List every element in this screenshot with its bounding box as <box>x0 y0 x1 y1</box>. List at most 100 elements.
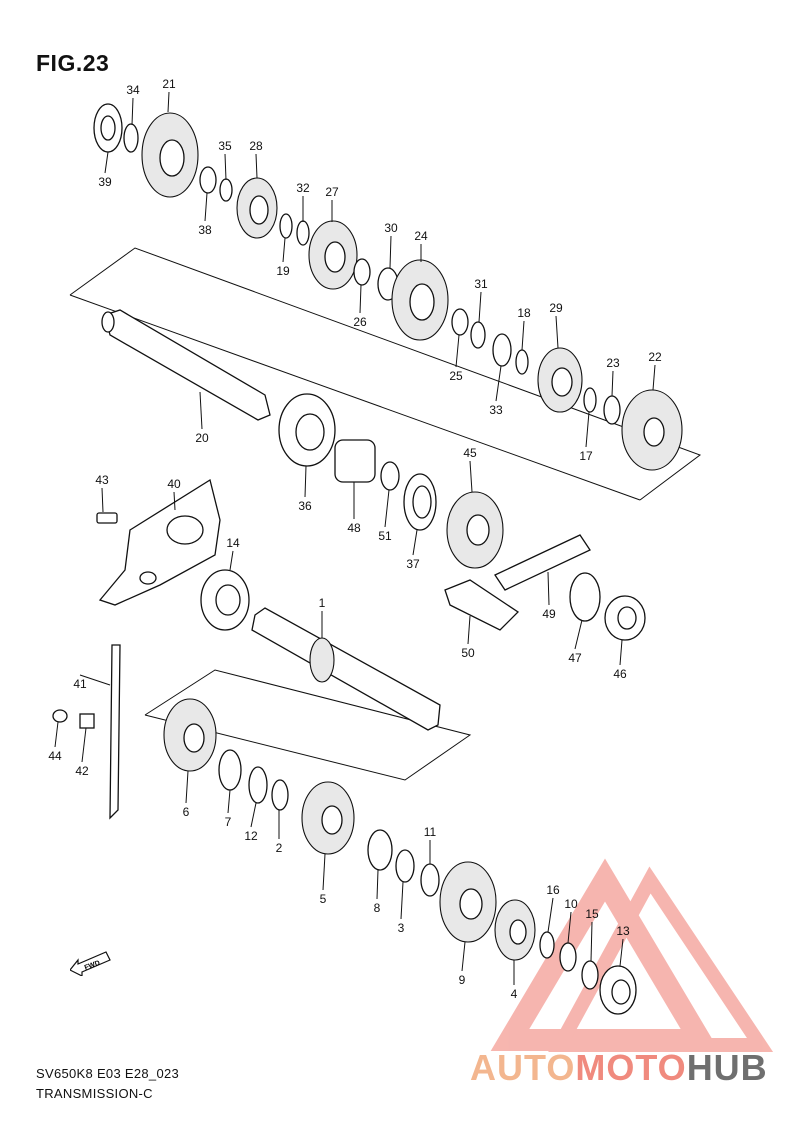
callout-50: 50 <box>461 646 475 660</box>
leader-line-5 <box>322 853 326 891</box>
callout-18: 18 <box>517 306 531 320</box>
part-40-plate <box>98 478 221 606</box>
part-16-circlip <box>539 931 555 959</box>
callout-26: 26 <box>353 315 367 329</box>
leader-line-16 <box>547 897 554 933</box>
part-36-bearing <box>278 393 336 467</box>
part-27-gear <box>308 220 358 290</box>
leader-line-25 <box>455 334 460 368</box>
part-22-gear <box>621 389 683 471</box>
leader-line-3 <box>400 881 404 920</box>
callout-34: 34 <box>126 83 140 97</box>
callout-10: 10 <box>564 897 578 911</box>
callout-11: 11 <box>424 825 437 839</box>
callout-48: 48 <box>347 521 361 535</box>
figure-title: FIG.23 <box>36 50 110 76</box>
callout-17: 17 <box>579 449 593 463</box>
callout-39: 39 <box>98 175 112 189</box>
part-26-bushing <box>353 258 371 286</box>
leader-line-42 <box>81 727 87 763</box>
callout-49: 49 <box>542 607 556 621</box>
callout-44: 44 <box>48 749 62 763</box>
part-8-bushing <box>367 829 393 871</box>
part-47-washer <box>569 572 601 622</box>
leader-line-39 <box>104 151 109 174</box>
callout-35: 35 <box>218 139 232 153</box>
part-28-gear <box>236 177 278 239</box>
part-10-washer <box>559 942 577 972</box>
leader-line-50 <box>467 615 471 645</box>
leader-line-19 <box>282 237 286 263</box>
leader-line-9 <box>461 941 466 972</box>
callout-28: 28 <box>249 139 263 153</box>
part-38-bushing <box>199 166 217 194</box>
callout-40: 40 <box>167 477 181 491</box>
leader-line-35 <box>224 153 227 181</box>
leader-line-36 <box>304 465 307 498</box>
leader-line-34 <box>131 97 134 126</box>
part-3-circlip <box>395 849 415 883</box>
callout-30: 30 <box>384 221 398 235</box>
callout-33: 33 <box>489 403 503 417</box>
watermark-moto: MOTO <box>575 1047 687 1088</box>
callout-13: 13 <box>616 924 630 938</box>
leader-line-23 <box>611 370 614 397</box>
part-32-washer <box>296 220 310 246</box>
part-19-circlip <box>279 213 293 239</box>
part-14-bearing <box>200 569 250 631</box>
part-44-bolt <box>52 709 68 723</box>
part-20-countershaft <box>101 309 271 421</box>
part-33-washer <box>492 333 512 367</box>
part-13-bearing <box>599 965 637 1015</box>
part-37-seal <box>403 473 437 531</box>
leader-line-41 <box>79 674 111 686</box>
forward-direction-arrow: FWD <box>69 950 112 981</box>
part-7-bushing <box>218 749 242 791</box>
callout-25: 25 <box>449 369 463 383</box>
part-24-gear <box>391 259 449 341</box>
callout-24: 24 <box>414 229 428 243</box>
callout-36: 36 <box>298 499 312 513</box>
leader-line-30 <box>389 235 392 269</box>
part-5-gear <box>301 781 355 855</box>
callout-23: 23 <box>606 356 620 370</box>
callout-29: 29 <box>549 301 563 315</box>
leader-line-38 <box>204 192 208 222</box>
part-48-spacer <box>334 439 376 483</box>
part-50-master-link <box>444 579 520 631</box>
driveshaft-box <box>144 669 472 781</box>
leader-line-13 <box>619 938 624 967</box>
leader-line-28 <box>255 153 258 179</box>
part-18-circlip <box>515 349 529 375</box>
callout-21: 21 <box>162 77 176 91</box>
part-29-gear <box>537 347 583 413</box>
leader-line-12 <box>250 802 257 828</box>
leader-line-29 <box>555 315 559 349</box>
leader-line-40 <box>173 491 176 511</box>
part-2-circlip <box>271 779 289 811</box>
leader-line-14 <box>229 550 234 571</box>
callout-32: 32 <box>296 181 310 195</box>
callout-46: 46 <box>613 667 627 681</box>
callout-22: 22 <box>648 350 662 364</box>
leader-line-10 <box>567 911 572 944</box>
leader-line-46 <box>619 639 623 666</box>
callout-31: 31 <box>474 277 488 291</box>
callout-12: 12 <box>244 829 258 843</box>
leader-line-47 <box>574 619 583 650</box>
leader-line-44 <box>54 721 59 748</box>
countershaft-box-edge <box>69 294 641 501</box>
part-21-gear <box>141 112 199 198</box>
watermark-auto: AUTO <box>470 1047 576 1088</box>
leader-line-31 <box>478 291 482 323</box>
callout-14: 14 <box>226 536 240 550</box>
part-34-washer <box>123 123 139 153</box>
leader-line-18 <box>521 320 525 351</box>
part-39-bearing <box>93 103 123 153</box>
part-43-bolt <box>96 512 118 524</box>
callout-7: 7 <box>225 815 232 829</box>
leader-line-6 <box>185 770 189 804</box>
section-title: TRANSMISSION-C <box>36 1086 153 1101</box>
